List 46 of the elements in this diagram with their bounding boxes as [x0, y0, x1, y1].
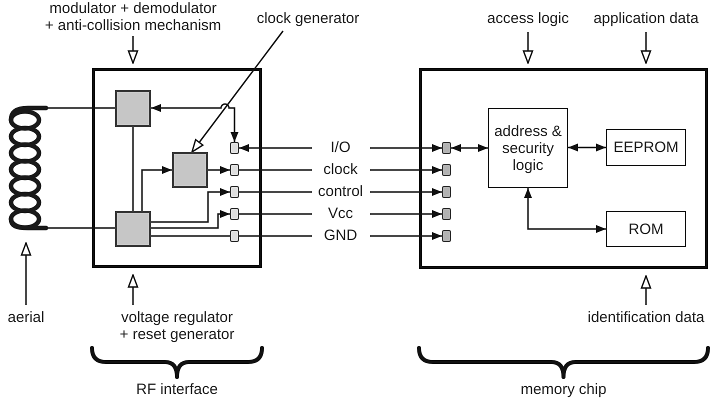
- function-block: [115, 211, 151, 247]
- leader-arrow: [640, 275, 652, 305]
- annotation-text: access logic: [480, 10, 576, 30]
- connector: [568, 144, 606, 152]
- connector: [141, 166, 172, 211]
- pin-pad: [230, 142, 239, 154]
- memory-block: ROM: [606, 211, 686, 247]
- brace-label: memory chip: [520, 381, 606, 399]
- leader-arrow: [191, 30, 284, 153]
- connector: [151, 235, 230, 237]
- annotation-text: modulator + demodulator + anti-collision mechanism: [44, 0, 222, 34]
- pin-pad: [230, 230, 239, 242]
- leader-arrow: [128, 274, 138, 305]
- pin-pad: [442, 142, 451, 154]
- connector: [208, 166, 230, 174]
- pin-pad: [442, 164, 451, 176]
- pin-pad: [442, 230, 451, 242]
- connector: [132, 127, 134, 211]
- chip-outline: [92, 68, 262, 268]
- pin-pad: [230, 186, 239, 198]
- pin-pad: [442, 186, 451, 198]
- chip-outline: [419, 68, 708, 269]
- pin-pad: [230, 164, 239, 176]
- leader-arrow: [640, 32, 652, 64]
- annotation-text: aerial: [6, 309, 46, 329]
- function-block: [115, 90, 151, 127]
- connector: [46, 227, 115, 229]
- connector: [151, 103, 238, 142]
- brace-label: RF interface: [136, 381, 218, 399]
- leader-arrow: [522, 32, 534, 64]
- annotation-text: clock generator: [254, 10, 362, 30]
- annotation-text: voltage regulator + reset generator: [118, 309, 236, 343]
- function-block: [172, 152, 208, 188]
- connector: [46, 107, 115, 109]
- leader-arrow: [128, 36, 138, 64]
- memory-block: EEPROM: [606, 129, 686, 166]
- annotation-text: identification data: [584, 309, 708, 329]
- annotation-text: application data: [586, 10, 706, 30]
- connector: [151, 210, 230, 229]
- pin-pad: [442, 208, 451, 220]
- connector: [524, 188, 606, 233]
- leader-arrow: [20, 242, 32, 305]
- pin-pad: [230, 208, 239, 220]
- connector: [151, 188, 230, 223]
- connector: [451, 144, 488, 152]
- logic-block: address & security logic: [488, 108, 568, 188]
